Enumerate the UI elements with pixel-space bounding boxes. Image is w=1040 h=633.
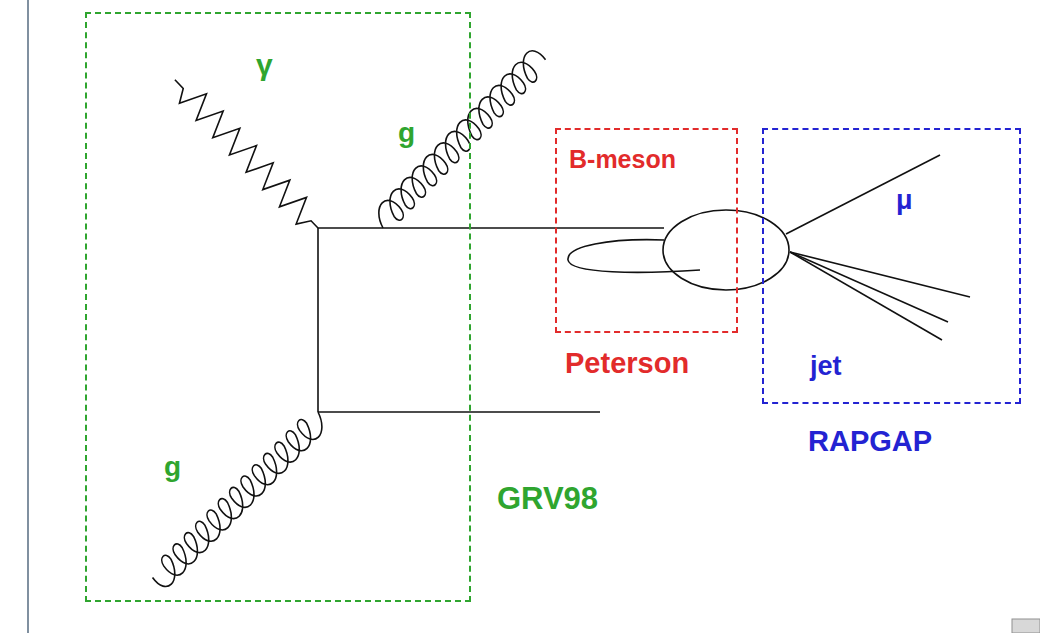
gluon-line: [147, 407, 331, 591]
jet-track: [790, 252, 970, 297]
region-caption: Peterson: [565, 348, 689, 380]
frame-edge: [27, 0, 29, 633]
muon-track: [786, 155, 940, 234]
jet-track: [790, 252, 948, 322]
gluon-label: g: [398, 118, 415, 149]
region-title: RAPGAP: [808, 426, 932, 458]
fragmentation-region: B-mesonPeterson: [555, 128, 738, 333]
decay-region: RAPGAP: [762, 128, 1021, 404]
spectator-quark: [568, 240, 700, 273]
quark-line: [318, 227, 664, 229]
jet-track: [790, 252, 942, 340]
gluon-label: g: [164, 452, 181, 483]
region-title: B-meson: [569, 146, 676, 174]
meson-blob: [663, 210, 789, 290]
antiquark-line: [318, 411, 600, 413]
photon-label: γ: [256, 48, 273, 81]
quark-propagator: [317, 228, 319, 412]
muon-label: μ: [896, 186, 913, 216]
photon-line: [166, 71, 328, 237]
corner-widget: [1012, 619, 1040, 633]
gluon-line: [370, 47, 551, 233]
region-title: GRV98: [497, 482, 598, 516]
pdf-region: GRV98: [85, 12, 471, 602]
jet-label: jet: [810, 352, 842, 382]
